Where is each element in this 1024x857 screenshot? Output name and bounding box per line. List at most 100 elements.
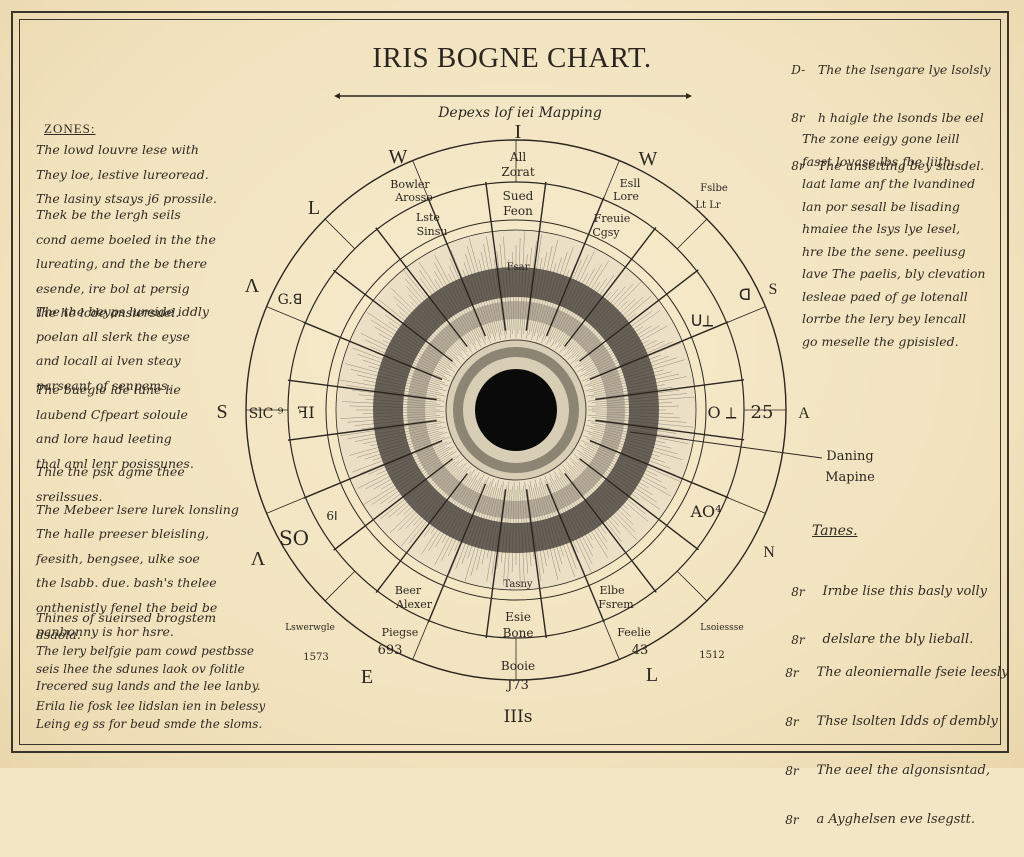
mark-w2: SlC ⁹ (249, 406, 284, 422)
zone-spoke (589, 321, 729, 380)
collarette-dark (373, 267, 659, 553)
label-cgsy: Cgsy (592, 226, 620, 239)
outer-ticks (246, 140, 786, 680)
mark-w4: SO (279, 526, 309, 550)
dir-west-upper: Λ (245, 275, 260, 297)
dir-west: S (216, 401, 227, 423)
label-beer: Beer (395, 584, 422, 597)
label-booie: Booie (501, 659, 535, 673)
list-mark: 8r (791, 111, 805, 125)
zone-spoke (564, 226, 657, 347)
right-bottom-marks: 8r 8r 8r 8r (770, 636, 799, 857)
label-piegse: Piegse (382, 626, 419, 639)
zone-spoke (287, 379, 437, 401)
dir-east: A (798, 405, 810, 422)
outer-tick (726, 496, 766, 514)
zone-spoke (375, 227, 468, 348)
right-top-item-3: The unsetting bey sidsdel. (817, 158, 985, 173)
dir-nw-outer: L (308, 197, 320, 219)
zone-spoke (595, 379, 745, 401)
list-mark: 8r (785, 714, 799, 729)
zone-spoke (485, 489, 507, 639)
label-all: All (509, 150, 527, 164)
zone-spoke (303, 321, 443, 381)
zone-spoke (485, 181, 507, 331)
dir-east-upper: S (769, 281, 778, 298)
dir-sw: E (361, 666, 373, 688)
left-paragraph-4: The buegie lde lune lie laubend Cfpeart … (36, 382, 194, 471)
zone-spoke (595, 419, 745, 441)
right-bottom-item-2: Thse lsolten Idds of dembly (816, 713, 998, 729)
label-esie: Esie (505, 610, 531, 624)
zone-spoke (578, 269, 699, 362)
dir-se: N (763, 544, 775, 561)
right-middle-item-1: Irnbe lise this basly volly (822, 584, 987, 599)
right-middle-list: Irnbe lise this basly volly delslare the… (806, 556, 987, 676)
zone-spoke (333, 458, 454, 551)
zone-spoke (589, 439, 729, 499)
mark-e2: O ⟂ (708, 403, 737, 422)
label-lswerwgle: Lswerwgle (285, 623, 335, 633)
left-paragraph-6: The Mebeer lsere lurek lonsling (36, 502, 239, 517)
outer-tick (676, 218, 708, 250)
label-lsoiessse: Lsoiessse (700, 623, 743, 633)
outer-tick (324, 570, 356, 602)
left-paragraph-2: Thek be the lergh seils cond aeme boeled… (36, 207, 216, 320)
collarette-light (407, 301, 625, 519)
left-paragraph-10: Erila lie fosk lee lidslan ien in beless… (36, 699, 266, 731)
chart-sheet: Daning Mapine I W W S A N L E Λ S Λ L Al… (0, 0, 1024, 827)
outer-tick (412, 160, 430, 200)
outer-border (11, 11, 1009, 753)
outer-tick (266, 496, 306, 514)
outer-tick (412, 620, 430, 660)
tanes-heading: Tanes. (812, 523, 858, 539)
dir-south-east: L (646, 664, 658, 686)
chart-subtitle: Depexs lof iei Mapping (438, 105, 602, 121)
label-alexer: Alexer (395, 598, 433, 611)
left-paragraph-3: The the beyps lureide iddly poelan all s… (36, 304, 209, 393)
outer-tick (602, 620, 620, 660)
zone-spoke (287, 419, 437, 441)
label-tasny: Tasny (503, 579, 532, 590)
dir-nw: W (389, 146, 408, 168)
label-sinsu: Sinsu (417, 225, 448, 238)
label-feon: Feon (503, 204, 533, 218)
dir-top: I (515, 121, 522, 143)
left-paragraph-1: The lowd louvre lese with They loe, lest… (36, 142, 217, 206)
label-fsrem: Fsrem (598, 598, 634, 611)
right-middle-marks: 8r 8r (776, 556, 804, 676)
label-1573: 1573 (303, 652, 328, 663)
iris-diagram: Daning Mapine I W W S A N L E Λ S Λ L Al… (216, 93, 875, 727)
list-mark: 8r (791, 159, 805, 173)
callout-label-1: Daning (826, 449, 873, 464)
zone-spoke (546, 483, 605, 623)
label-fsar: Fsar (507, 262, 530, 273)
label-feelie: Feelie (617, 626, 651, 639)
label-bone: Bone (503, 626, 534, 640)
chart-title: IRIS BOGNE CHART. (372, 42, 652, 74)
title-rule (334, 93, 692, 99)
right-middle-item-2: delslare the bly lieball. (822, 632, 974, 647)
zone-spoke (525, 489, 547, 639)
right-bottom-item-1: The aleoniernalle fseie leesly (816, 664, 1009, 680)
zone-spoke (545, 197, 605, 337)
list-mark: 8r (785, 812, 799, 827)
zone-spoke (332, 269, 453, 362)
label-lore: Lore (613, 190, 639, 203)
label-ltlr: Lt Lr (695, 200, 720, 211)
zone-spoke (427, 483, 487, 623)
right-top-marks: D- 8r 8r (776, 34, 805, 202)
outer-tick (676, 570, 708, 602)
zone-spokes (287, 181, 745, 639)
mark-e1: 25 (751, 402, 774, 423)
mark-w3: ꟻI (297, 403, 314, 422)
right-top-item-2: h haigle the lsonds lbe eel (817, 110, 984, 125)
right-top-list: The the lsengare lye lsolsly h haigle th… (802, 34, 991, 202)
dir-ne: W (639, 148, 658, 170)
mark-e4: AO⁴ (689, 502, 721, 521)
outer-tick (726, 306, 766, 324)
label-43: 43 (632, 643, 649, 658)
left-paragraph-7: The halle preeser bleisling, feesith, be… (36, 526, 218, 639)
zone-spoke (579, 458, 700, 551)
list-mark: D- (791, 63, 806, 77)
